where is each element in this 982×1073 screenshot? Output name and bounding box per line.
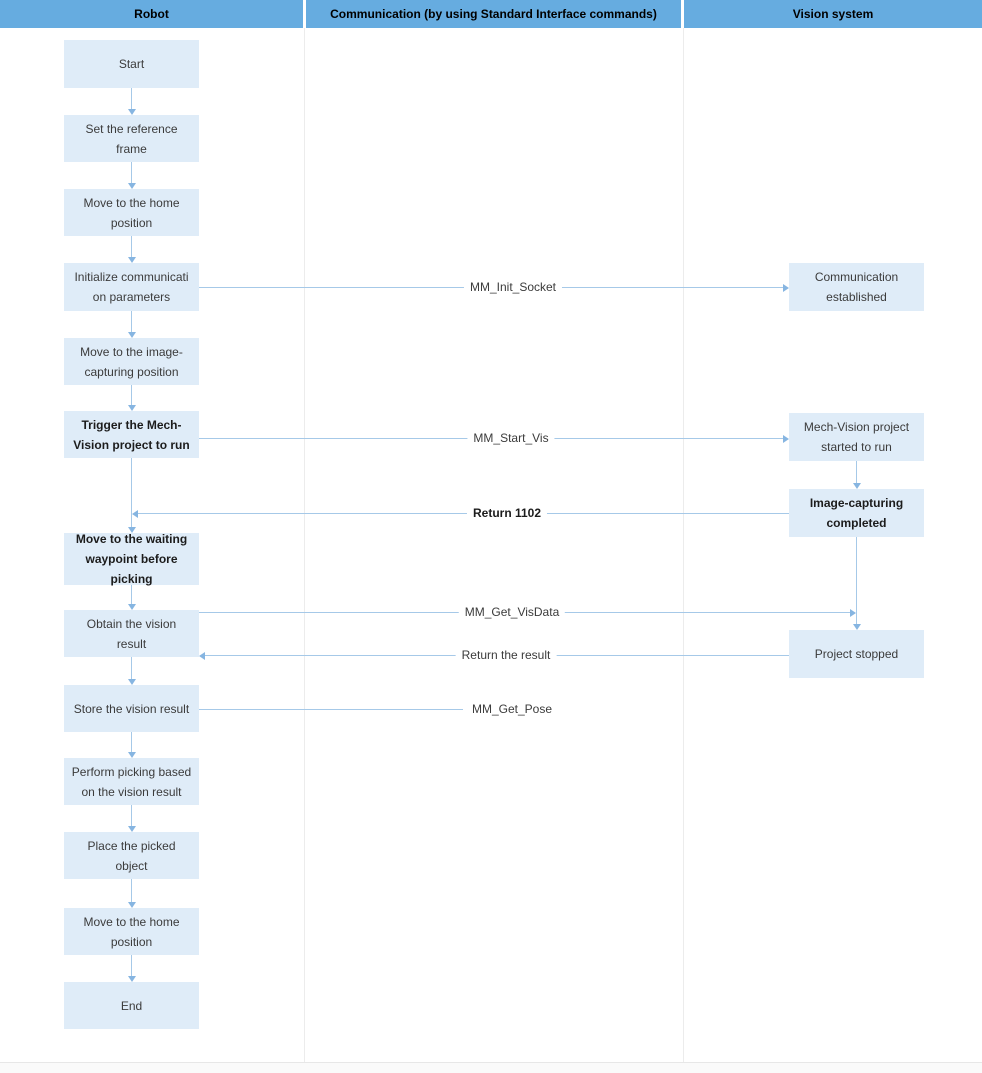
- arrow-right-icon: [783, 284, 789, 292]
- arrow-down-icon: [128, 826, 136, 832]
- flow-node-project-stopped: Project stopped: [789, 630, 924, 678]
- lane-divider-left: [304, 28, 305, 1062]
- message-label-mm-get-visdata: MM_Get_VisData: [458, 602, 566, 622]
- arrow-down-icon: [128, 902, 136, 908]
- lane-divider-right: [683, 28, 684, 1062]
- flow-node-move-image-capturing: Move to the image- capturing position: [64, 338, 199, 385]
- arrow-down-icon: [128, 183, 136, 189]
- lane-header-vision: Vision system: [684, 0, 982, 28]
- message-label-return-the-result: Return the result: [455, 645, 557, 665]
- arrow-down-icon: [128, 752, 136, 758]
- flow-node-set-reference-frame: Set the reference frame: [64, 115, 199, 162]
- message-label-mm-init-socket: MM_Init_Socket: [463, 277, 563, 297]
- arrow-right-icon: [783, 435, 789, 443]
- flow-node-start: Start: [64, 40, 199, 88]
- flow-node-obtain-vision-result: Obtain the vision result: [64, 610, 199, 657]
- arrow-left-icon: [132, 510, 138, 518]
- flow-connector-line: [131, 805, 132, 828]
- flow-node-place-picked-object: Place the picked object: [64, 832, 199, 879]
- flow-node-perform-picking: Perform picking based on the vision resu…: [64, 758, 199, 805]
- flow-connector-line: [131, 879, 132, 904]
- arrow-down-icon: [128, 527, 136, 533]
- flow-connector-line: [131, 657, 132, 681]
- flow-connector-line: [131, 585, 132, 606]
- message-label-mm-get-pose: MM_Get_Pose: [465, 699, 559, 719]
- arrow-down-icon: [128, 976, 136, 982]
- flow-node-end: End: [64, 982, 199, 1029]
- flow-node-trigger-mech-vision: Trigger the Mech- Vision project to run: [64, 411, 199, 458]
- flow-node-project-started: Mech-Vision project started to run: [789, 413, 924, 461]
- flow-connector-line: [856, 537, 857, 626]
- message-line: [199, 709, 463, 710]
- arrow-down-icon: [128, 109, 136, 115]
- flow-node-image-capturing-completed: Image-capturing completed: [789, 489, 924, 537]
- arrow-down-icon: [128, 679, 136, 685]
- flow-connector-line: [856, 461, 857, 485]
- arrow-down-icon: [853, 483, 861, 489]
- message-line: [137, 513, 789, 514]
- flow-node-init-communication: Initialize communicati on parameters: [64, 263, 199, 311]
- flow-connector-line: [131, 236, 132, 259]
- flow-node-store-vision-result: Store the vision result: [64, 685, 199, 732]
- footer-divider: [0, 1062, 982, 1063]
- arrow-down-icon: [128, 257, 136, 263]
- arrow-down-icon: [128, 604, 136, 610]
- arrow-left-icon: [199, 652, 205, 660]
- page-footer: [0, 1063, 982, 1073]
- lane-header-communication: Communication (by using Standard Interfa…: [306, 0, 681, 28]
- flow-connector-line: [131, 88, 132, 111]
- flow-node-move-waiting-waypoint: Move to the waiting waypoint before pick…: [64, 532, 199, 586]
- flow-node-communication-established: Communication established: [789, 263, 924, 311]
- arrow-right-icon: [850, 609, 856, 617]
- flow-node-move-home-1: Move to the home position: [64, 189, 199, 236]
- flow-connector-line: [131, 311, 132, 334]
- flow-connector-line: [131, 732, 132, 754]
- lane-header-robot: Robot: [0, 0, 303, 28]
- message-label-mm-start-vis: MM_Start_Vis: [467, 428, 555, 448]
- flow-connector-line: [131, 162, 132, 185]
- flow-connector-line: [131, 385, 132, 407]
- flow-node-move-home-2: Move to the home position: [64, 908, 199, 955]
- arrow-down-icon: [853, 624, 861, 630]
- arrow-down-icon: [128, 405, 136, 411]
- arrow-down-icon: [128, 332, 136, 338]
- message-label-return-1102: Return 1102: [466, 503, 548, 523]
- flow-connector-line: [131, 458, 132, 529]
- flow-connector-line: [131, 955, 132, 978]
